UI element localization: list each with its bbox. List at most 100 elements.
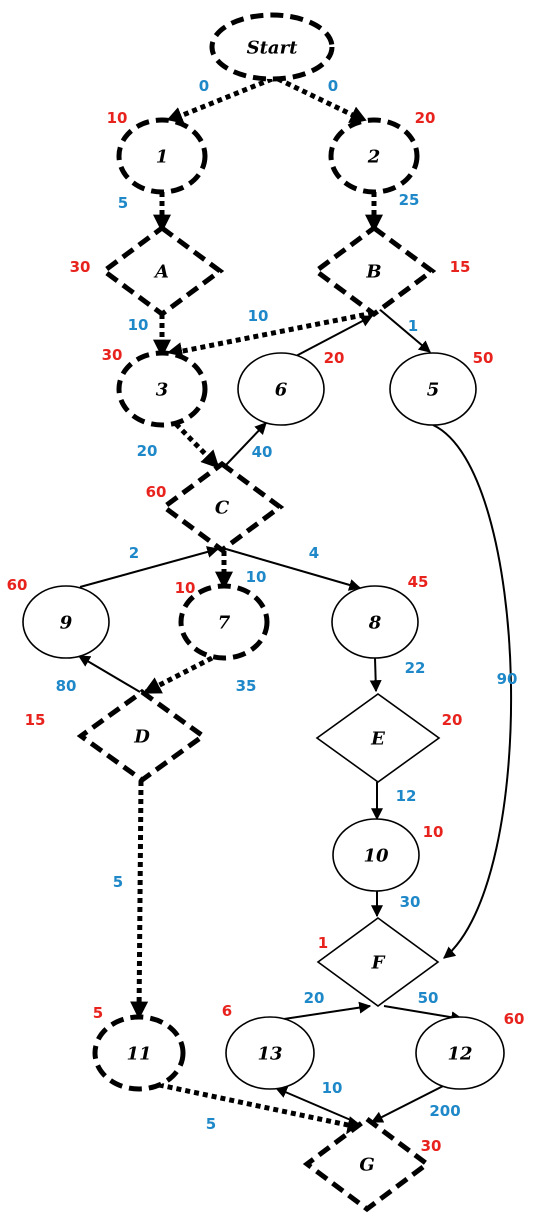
edge-F-to-n12 bbox=[383, 1005, 464, 1024]
node-weight-label: 60 bbox=[504, 1010, 525, 1028]
edge-D-to-n9 bbox=[77, 655, 141, 693]
edge-weight-label: 80 bbox=[56, 677, 77, 695]
node-label: E bbox=[370, 729, 385, 750]
decision-diamond bbox=[159, 460, 285, 554]
edge-weight-label: 40 bbox=[252, 443, 273, 461]
node-label: 6 bbox=[275, 380, 288, 401]
edge-weight-label: 12 bbox=[396, 787, 417, 805]
decision-diamond bbox=[76, 688, 208, 784]
node-label: 8 bbox=[368, 613, 382, 634]
node-n2: 2 bbox=[328, 117, 420, 195]
node-n5: 5 bbox=[389, 352, 477, 426]
task-ellipse bbox=[209, 12, 335, 82]
task-ellipse bbox=[389, 352, 477, 426]
node-label: G bbox=[359, 1155, 374, 1176]
node-F: F bbox=[316, 917, 440, 1007]
node-label: 5 bbox=[427, 380, 440, 401]
node-n1: 1 bbox=[116, 117, 208, 195]
edge-weight-label: 5 bbox=[206, 1115, 216, 1133]
edge-weight-label: 50 bbox=[418, 989, 439, 1007]
node-n9: 9 bbox=[22, 585, 110, 659]
task-ellipse bbox=[237, 352, 325, 426]
node-label: 11 bbox=[126, 1044, 151, 1065]
node-weight-label: 10 bbox=[107, 109, 128, 127]
node-n8: 8 bbox=[331, 585, 419, 659]
edge-weight-label: 0 bbox=[199, 77, 209, 95]
edge-n5-to-F bbox=[432, 424, 513, 959]
edge-n6-to-B bbox=[295, 315, 374, 357]
task-ellipse bbox=[178, 583, 270, 661]
node-weight-label: 20 bbox=[442, 711, 463, 729]
edge-C-to-n8 bbox=[225, 548, 362, 591]
node-label: 12 bbox=[447, 1044, 472, 1065]
edge-n8-to-E bbox=[369, 657, 382, 693]
edge-weight-label: 4 bbox=[309, 544, 319, 562]
node-n11: 11 bbox=[92, 1014, 186, 1092]
decision-diamond bbox=[315, 693, 441, 783]
node-weight-label: 20 bbox=[415, 109, 436, 127]
edge-weight-label: 20 bbox=[137, 442, 158, 460]
edge-weight-label: 25 bbox=[399, 191, 420, 209]
node-weight-label: 50 bbox=[473, 349, 494, 367]
edge-weight-label: 22 bbox=[405, 659, 426, 677]
edge-weight-label: 200 bbox=[429, 1102, 460, 1120]
edge-B-to-n3 bbox=[164, 310, 374, 361]
decision-diamond bbox=[316, 917, 440, 1007]
node-label: 7 bbox=[218, 613, 231, 634]
edge-n13-to-F bbox=[283, 1001, 372, 1020]
node-label: 13 bbox=[257, 1044, 282, 1065]
task-ellipse bbox=[331, 585, 419, 659]
node-label: 3 bbox=[156, 380, 169, 401]
node-label: Start bbox=[247, 38, 298, 59]
edge-weight-label: 90 bbox=[497, 670, 518, 688]
task-ellipse bbox=[328, 117, 420, 195]
node-label: C bbox=[215, 498, 230, 519]
node-G: G bbox=[302, 1115, 432, 1213]
node-label: D bbox=[133, 727, 150, 748]
node-n6: 6 bbox=[237, 352, 325, 426]
task-ellipse bbox=[116, 117, 208, 195]
node-weight-label: 45 bbox=[408, 573, 429, 591]
edge-weight-label: 10 bbox=[248, 307, 269, 325]
node-n3: 3 bbox=[116, 350, 208, 428]
node-weight-label: 30 bbox=[102, 346, 123, 364]
task-ellipse bbox=[415, 1016, 505, 1090]
node-B: B bbox=[311, 224, 437, 318]
node-start: Start bbox=[209, 12, 335, 82]
node-label: A bbox=[153, 262, 169, 283]
edge-n7-to-D bbox=[142, 655, 214, 695]
node-label: 2 bbox=[367, 147, 381, 168]
edge-weight-label: 5 bbox=[113, 873, 123, 891]
node-weight-label: 10 bbox=[423, 823, 444, 841]
edge-start-to-n1 bbox=[164, 76, 273, 124]
node-label: 10 bbox=[363, 846, 389, 867]
node-n7: 7 bbox=[178, 583, 270, 661]
node-n13: 13 bbox=[225, 1016, 315, 1090]
edge-weight-label: 20 bbox=[304, 989, 325, 1007]
node-weight-label: 6 bbox=[222, 1002, 232, 1020]
edge-B-to-n5 bbox=[377, 307, 431, 353]
node-label: 9 bbox=[60, 613, 73, 634]
node-A: A bbox=[99, 224, 225, 318]
node-weight-label: 60 bbox=[146, 483, 167, 501]
node-label: F bbox=[371, 953, 386, 974]
task-ellipse bbox=[22, 585, 110, 659]
node-weight-label: 20 bbox=[324, 349, 345, 367]
edge-D-to-n11 bbox=[130, 780, 149, 1020]
node-C: C bbox=[159, 460, 285, 554]
edge-G-to-n13 bbox=[274, 1086, 354, 1122]
node-n10: 10 bbox=[332, 818, 420, 892]
edge-n9-to-C bbox=[79, 546, 220, 588]
task-ellipse bbox=[332, 818, 420, 892]
edge-weight-label: 10 bbox=[246, 568, 267, 586]
edge-start-to-n2 bbox=[276, 76, 369, 124]
edge-weight-label: 10 bbox=[322, 1079, 343, 1097]
node-weight-label: 15 bbox=[450, 258, 471, 276]
node-label: B bbox=[365, 262, 381, 283]
node-n12: 12 bbox=[415, 1016, 505, 1090]
node-weight-label: 60 bbox=[7, 576, 28, 594]
decision-diamond bbox=[302, 1115, 432, 1213]
edges-layer bbox=[77, 76, 513, 1134]
